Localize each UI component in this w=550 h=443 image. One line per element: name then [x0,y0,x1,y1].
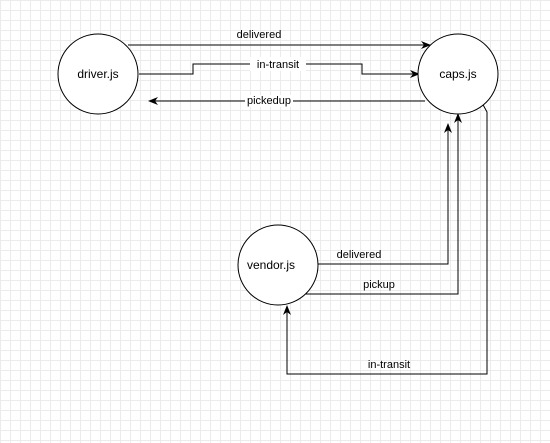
edge-vendor-to-caps-delivered[interactable]: delivered [318,123,452,265]
node-label-vendor: vendor.js [247,258,295,272]
edge-label-driver-caps-delivered: delivered [237,29,282,41]
node-vendor[interactable]: vendor.js [237,224,319,306]
edge-label-vendor-caps-pickup: pickup [363,279,395,291]
edge-label-vendor-caps-delivered: delivered [337,249,382,261]
edge-label-driver-caps-in-transit: in-transit [257,59,299,71]
edge-driver-to-caps-in-transit[interactable]: in-transit [139,57,420,78]
node-label-driver: driver.js [77,67,118,81]
node-caps[interactable]: caps.js [417,33,499,115]
edge-label-caps-vendor-in-transit: in-transit [368,359,410,371]
node-label-caps: caps.js [439,67,476,81]
edge-vendor-to-caps-pickup[interactable]: pickup [305,113,462,295]
edge-driver-to-caps-delivered[interactable]: delivered [128,29,431,49]
edge-caps-to-vendor-in-transit[interactable]: in-transit [283,100,488,375]
edge-caps-to-driver-pickedup[interactable]: pickedup [148,95,425,107]
node-driver[interactable]: driver.js [57,33,139,115]
edge-label-caps-driver-pickedup: pickedup [247,95,291,107]
